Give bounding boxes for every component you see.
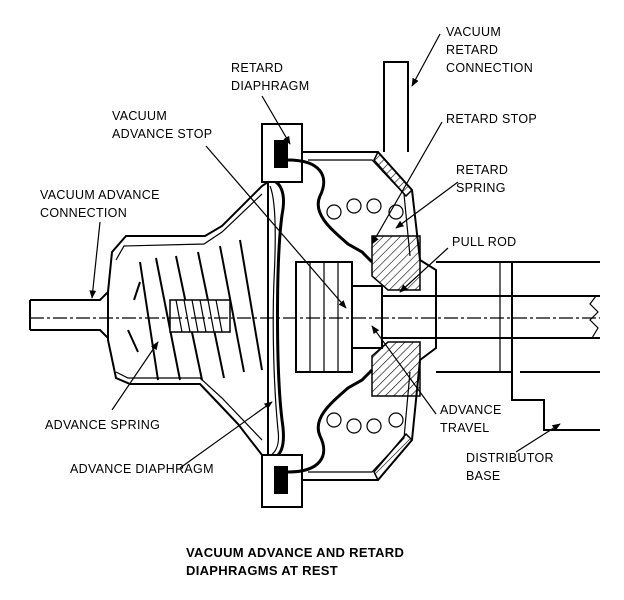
caption-line2: DIAPHRAGMS AT REST [186, 563, 338, 578]
vacuum-retard-connection-line2: RETARD [446, 43, 498, 57]
retard-diaphragm-line1: RETARD [231, 61, 283, 75]
pull-rod-line1: PULL ROD [452, 235, 516, 249]
callout-retard-stop: RETARD STOP [446, 112, 537, 126]
callout-pull-rod: PULL ROD [452, 235, 516, 249]
callout-vacuum-advance-stop: VACUUM ADVANCE STOP [112, 109, 212, 141]
advance-connection-tube [29, 289, 109, 341]
diaphragm-hub [295, 261, 383, 373]
vacuum-advance-stop-line2: ADVANCE STOP [112, 127, 212, 141]
callout-retard-spring: RETARD SPRING [456, 163, 508, 195]
caption-line1: VACUUM ADVANCE AND RETARD [186, 545, 404, 560]
retard-spring [326, 198, 404, 434]
distributor-base-line1: DISTRIBUTOR [466, 451, 554, 465]
retard-spring-line1: RETARD [456, 163, 508, 177]
retard-stop-lower [371, 341, 421, 397]
callout-retard-diaphragm: RETARD DIAPHRAGM [231, 61, 309, 93]
callout-vacuum-advance-connection: VACUUM ADVANCE CONNECTION [40, 188, 160, 220]
vacuum-retard-connection-line3: CONNECTION [446, 61, 533, 75]
advance-travel-line2: TRAVEL [440, 421, 490, 435]
callout-advance-spring: ADVANCE SPRING [45, 418, 160, 432]
retard-diaphragm-line2: DIAPHRAGM [231, 79, 309, 93]
vacuum-retard-connection-line1: VACUUM [446, 25, 501, 39]
advance-diaphragm-line1: ADVANCE DIAPHRAGM [70, 462, 214, 476]
vacuum-advance-stop-line1: VACUUM [112, 109, 167, 123]
advance-spring-line1: ADVANCE SPRING [45, 418, 160, 432]
retard-diaphragm [287, 158, 374, 264]
vacuum-advance-connection-line1: VACUUM ADVANCE [40, 188, 160, 202]
callout-advance-travel: ADVANCE TRAVEL [440, 403, 502, 435]
callout-distributor-base: DISTRIBUTOR BASE [466, 451, 554, 483]
advance-travel-line1: ADVANCE [440, 403, 502, 417]
figure-caption: VACUUM ADVANCE AND RETARD DIAPHRAGMS AT … [186, 545, 404, 578]
retard-stop-upper [371, 235, 421, 291]
distributor-base-line2: BASE [466, 469, 501, 483]
callout-leaders [89, 33, 561, 469]
retard-connection-tube [383, 61, 409, 152]
advance-diaphragm [267, 178, 285, 462]
retard-spring-line2: SPRING [456, 181, 506, 195]
pull-rod [382, 295, 600, 339]
vacuum-advance-connection-line2: CONNECTION [40, 206, 127, 220]
callout-advance-diaphragm: ADVANCE DIAPHRAGM [70, 462, 214, 476]
adjusting-screw [169, 299, 231, 333]
diaphragm-assembly-illustration [29, 61, 600, 508]
callout-vacuum-retard-connection: VACUUM RETARD CONNECTION [446, 25, 533, 75]
retard-stop-line1: RETARD STOP [446, 112, 537, 126]
